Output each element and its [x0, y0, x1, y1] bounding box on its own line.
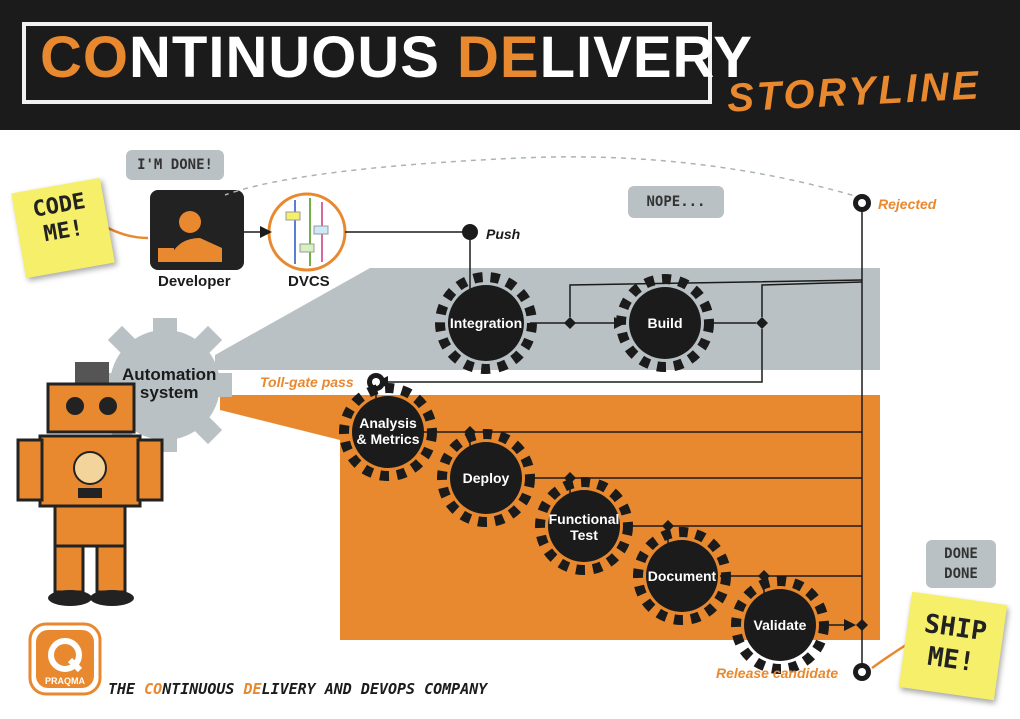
header-banner — [0, 0, 1020, 130]
integration-label: Integration — [450, 315, 522, 331]
deploy-gear — [437, 429, 535, 527]
title-c: C — [40, 25, 83, 90]
functional-test-gear — [535, 477, 633, 575]
tagline-e: LIVERY AND DEVOPS COMPANY — [261, 680, 488, 698]
title-ntinuous: NTINUOUS — [129, 25, 458, 90]
nope-bubble: NOPE... — [628, 186, 724, 218]
push-label: Push — [486, 226, 521, 242]
automation-line-1: Automation — [122, 365, 217, 384]
done-done-bubble: DONE DONE — [926, 540, 996, 588]
build-gear — [616, 274, 714, 372]
code-me-sticky: CODE ME! — [11, 177, 115, 279]
analysis-gear — [339, 383, 437, 481]
ship-me-sticky: SHIP ME! — [898, 591, 1008, 701]
praqma-logo-icon — [28, 622, 102, 696]
build-label: Build — [648, 315, 683, 331]
rejected-label: Rejected — [878, 196, 937, 212]
title-de: DE — [457, 25, 540, 90]
company-tagline: THE CONTINUOUS DELIVERY AND DEVOPS COMPA… — [108, 680, 487, 698]
tagline-c: NTINUOUS — [162, 680, 244, 698]
analysis-label-2: & Metrics — [356, 431, 419, 447]
robot-illustration — [16, 362, 164, 606]
validate-label: Validate — [754, 617, 807, 633]
release-candidate-label: Release candidate — [716, 665, 839, 681]
page-title: CONTINUOUS DELIVERY — [40, 24, 753, 91]
validate-gear — [731, 576, 829, 674]
integration-band — [215, 268, 880, 370]
dvcs-icon — [267, 192, 347, 272]
im-done-text: I'M DONE! — [137, 157, 213, 173]
analysis-label-1: Analysis — [359, 415, 417, 431]
title-o: O — [82, 25, 130, 90]
nope-text: NOPE... — [646, 194, 706, 210]
toll-gate-label: Toll-gate pass — [260, 374, 354, 390]
document-label: Document — [648, 568, 717, 584]
deploy-label: Deploy — [463, 470, 510, 486]
title-livery: LIVERY — [539, 25, 753, 90]
functional-label-2: Test — [570, 527, 598, 543]
title-frame — [22, 22, 712, 104]
tagline-b: CO — [144, 680, 163, 698]
praqma-logo-text: PRAQMA — [45, 676, 85, 686]
code-me-text: CODE ME! — [30, 188, 88, 248]
automation-line-2: system — [139, 383, 199, 402]
done-done-text: DONE DONE — [944, 546, 978, 582]
document-gear — [633, 527, 731, 625]
tagline-a: THE — [108, 680, 145, 698]
im-done-bubble: I'M DONE! — [126, 150, 224, 180]
developer-icon — [150, 190, 244, 270]
functional-label-1: Functional — [549, 511, 620, 527]
tagline-d: DE — [243, 680, 262, 698]
integration-gear — [435, 272, 537, 374]
developer-label: Developer — [158, 273, 231, 290]
ship-me-text: SHIP ME! — [922, 608, 989, 678]
dvcs-label: DVCS — [288, 273, 330, 290]
